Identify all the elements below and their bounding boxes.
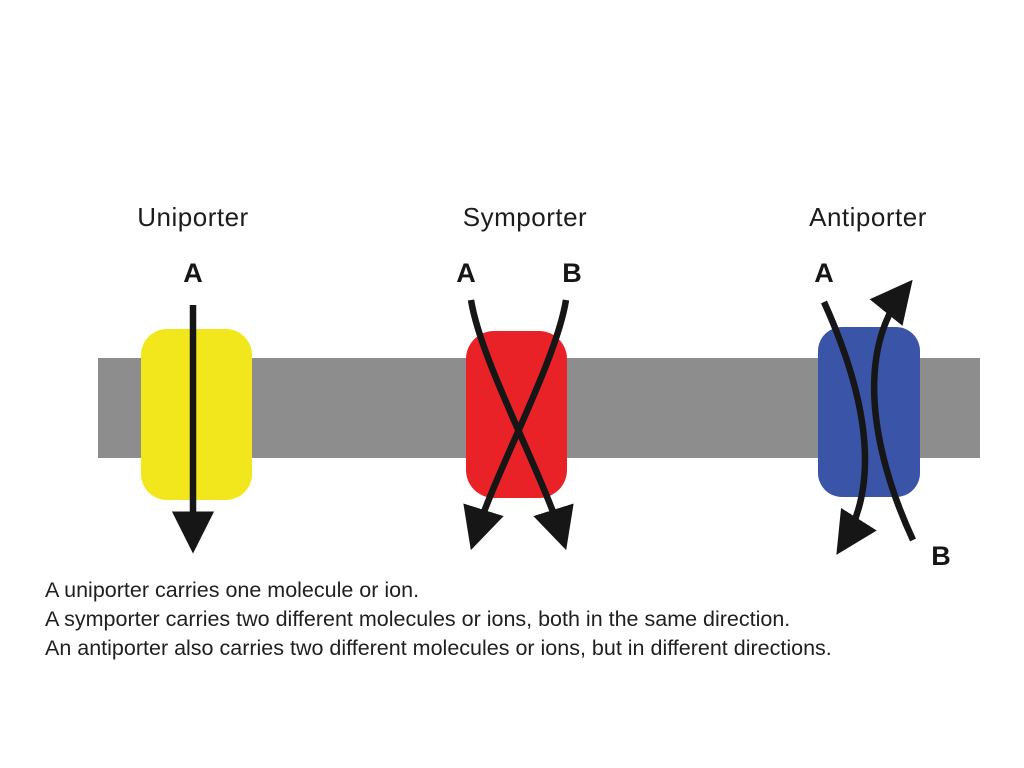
caption-block: A uniporter carries one molecule or ion.… <box>45 576 832 663</box>
caption-line-antiporter: An antiporter also carries two different… <box>45 636 832 660</box>
antiporter-molecule-a-label: A <box>814 258 834 288</box>
caption-line-uniporter: A uniporter carries one molecule or ion. <box>45 578 420 602</box>
antiporter-protein <box>818 327 920 497</box>
uniporter-title: Uniporter <box>137 202 249 232</box>
symporter-arrow-a-down <box>467 299 574 551</box>
symporter-molecule-a-label: A <box>456 258 476 288</box>
antiporter-title: Antiporter <box>809 202 927 232</box>
symporter-arrow-b-down <box>463 299 570 551</box>
caption-line-symporter: A symporter carries two different molecu… <box>45 607 791 631</box>
antiporter-arrow-a-down <box>821 300 877 555</box>
symporter-title: Symporter <box>462 202 588 232</box>
antiporter-molecule-b-label: B <box>931 541 951 571</box>
symporter-molecule-b-label: B <box>562 258 582 288</box>
uniporter-protein <box>141 329 252 500</box>
antiporter-arrow-b-up <box>869 279 916 542</box>
uniporter-molecule-a-label: A <box>183 258 203 288</box>
